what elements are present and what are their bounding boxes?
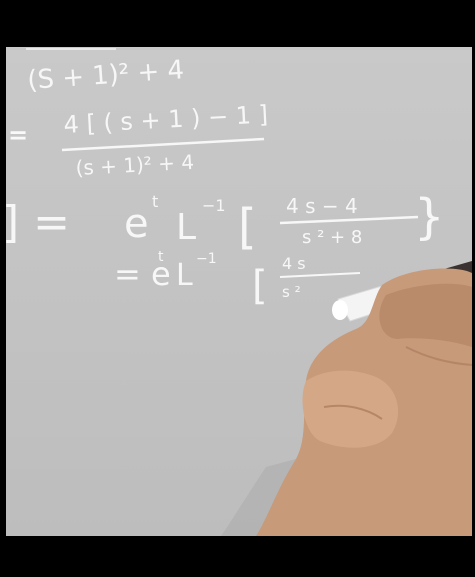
equation-line-4-open-bracket: [ bbox=[252, 263, 268, 309]
equation-line-4-exp-sup: t bbox=[158, 249, 164, 265]
whiteboard-photo: (S + 1)² + 4 = 4 [ ( s + 1 ) − 1 ] (s + … bbox=[6, 47, 472, 536]
equation-line-3-left: ] = bbox=[6, 197, 70, 248]
equation-line-2-numerator: 4 [ ( s + 1 ) − 1 ] bbox=[63, 100, 269, 139]
equation-line-2-equals: = bbox=[8, 121, 28, 149]
whiteboard-canvas: (S + 1)² + 4 = 4 [ ( s + 1 ) − 1 ] (s + … bbox=[6, 48, 472, 536]
equation-line-2-denominator: (s + 1)² + 4 bbox=[75, 150, 195, 180]
equation-line-3-denominator: s ² + 8 bbox=[302, 227, 362, 248]
equation-line-4-operator: L bbox=[176, 258, 193, 293]
equation-line-3-fraction-bar bbox=[279, 215, 419, 225]
equation-line-1: (S + 1)² + 4 bbox=[26, 55, 185, 96]
equation-line-4-operator-sup: −1 bbox=[196, 251, 217, 267]
equation-line-3-operator-sup: −1 bbox=[202, 196, 226, 215]
hand-holding-marker-icon bbox=[221, 261, 472, 536]
equation-line-4-numerator: 4 s bbox=[282, 254, 306, 273]
equation-line-4-denominator: s ² bbox=[282, 283, 301, 301]
equation-line-4-prefix: = e bbox=[114, 255, 171, 293]
equation-line-3-open-bracket: [ bbox=[238, 199, 257, 255]
equation-line-4-fraction-bar bbox=[279, 272, 361, 278]
equation-line-2-fraction-bar bbox=[61, 137, 265, 152]
equation-line-3-exp-sup: t bbox=[152, 192, 158, 211]
equation-line-3-exp: e bbox=[124, 201, 149, 247]
equation-line-3-numerator: 4 s − 4 bbox=[286, 194, 358, 218]
equation-line-3-close-bracket: } bbox=[414, 189, 445, 245]
equation-line-3-operator: L bbox=[176, 207, 196, 248]
